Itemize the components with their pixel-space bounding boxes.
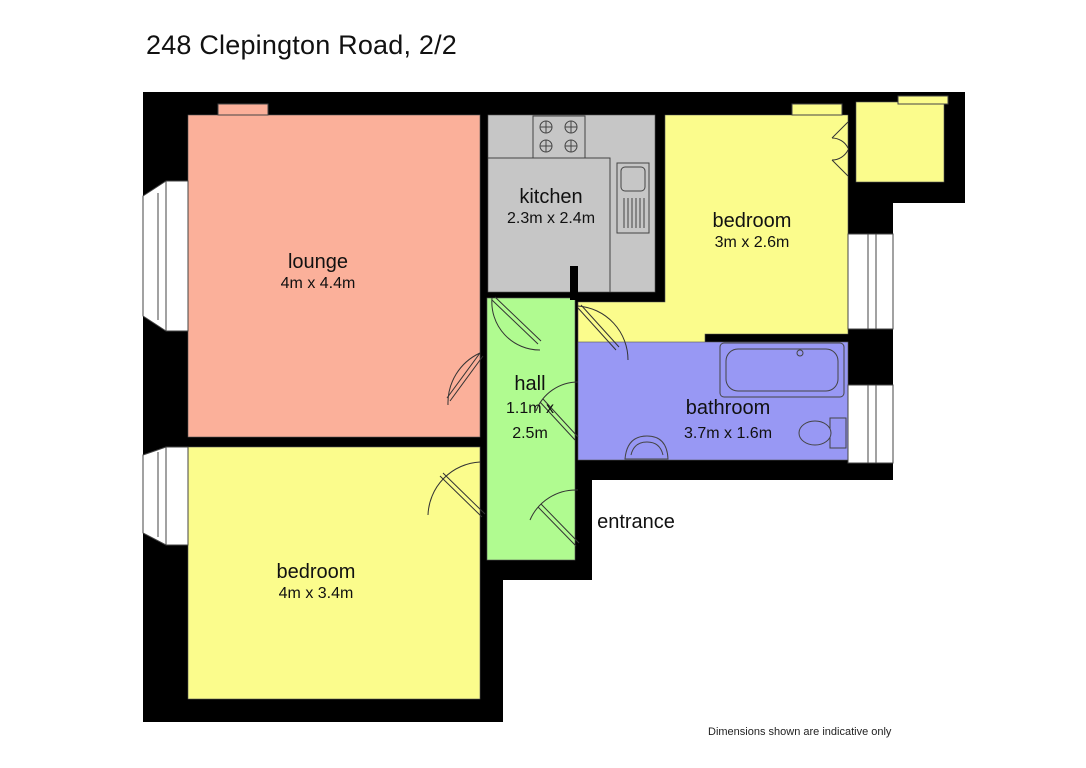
door-lounge: [447, 352, 481, 406]
door-bathroom: [535, 381, 579, 412]
hall-room: [486, 297, 576, 561]
door-bedroom-top: [577, 305, 629, 361]
wardrobe-closet: [855, 101, 945, 183]
sink-icon: [616, 162, 650, 234]
toilet-icon: [829, 417, 847, 449]
plan-title: 248 Clepington Road, 2/2: [146, 30, 458, 60]
rooms: [187, 101, 945, 700]
door-bedroom-bottom: [427, 461, 481, 516]
windows: [142, 95, 949, 546]
label-bedroom-bottom-name: bedroom: [277, 561, 356, 583]
window-bedroom-top: [791, 103, 843, 116]
bath-icon: [719, 342, 845, 398]
disclaimer-note: Dimensions shown are indicative only: [708, 726, 892, 738]
window-bedroom-right: [847, 233, 894, 330]
label-hall-dims-2: 2.5m: [512, 425, 548, 442]
internal-walls: [570, 266, 578, 300]
basin-icon: [624, 435, 669, 460]
label-kitchen-dims: 2.3m x 2.4m: [507, 210, 595, 227]
label-lounge-dims: 4m x 4.4m: [281, 275, 356, 292]
door-kitchen: [491, 297, 541, 351]
label-bathroom-dims: 3.7m x 1.6m: [684, 425, 772, 442]
bathroom-fixtures: [624, 342, 847, 460]
label-bedroom-top-dims: 3m x 2.6m: [715, 234, 790, 251]
label-lounge-name: lounge: [288, 251, 348, 273]
label-entrance: entrance: [597, 511, 675, 533]
label-hall-dims-1: 1.1m x: [506, 400, 554, 417]
label-hall-name: hall: [514, 373, 545, 395]
door-entrance: [529, 489, 579, 521]
label-bedroom-bottom-dims: 4m x 3.4m: [279, 585, 354, 602]
bedroom-bottom-room: [187, 446, 481, 700]
kitchen-fixtures: [488, 115, 650, 292]
doors: [427, 121, 849, 547]
window-bathroom-right: [847, 384, 894, 464]
label-bathroom-name: bathroom: [686, 397, 771, 419]
label-kitchen-name: kitchen: [519, 186, 582, 208]
room-labels: lounge 4m x 4.4m kitchen 2.3m x 2.4m bed…: [277, 186, 792, 602]
window-lounge-top: [217, 103, 269, 116]
lounge-room: [187, 114, 481, 438]
label-bedroom-top-name: bedroom: [713, 210, 792, 232]
hob-icon: [532, 115, 586, 159]
